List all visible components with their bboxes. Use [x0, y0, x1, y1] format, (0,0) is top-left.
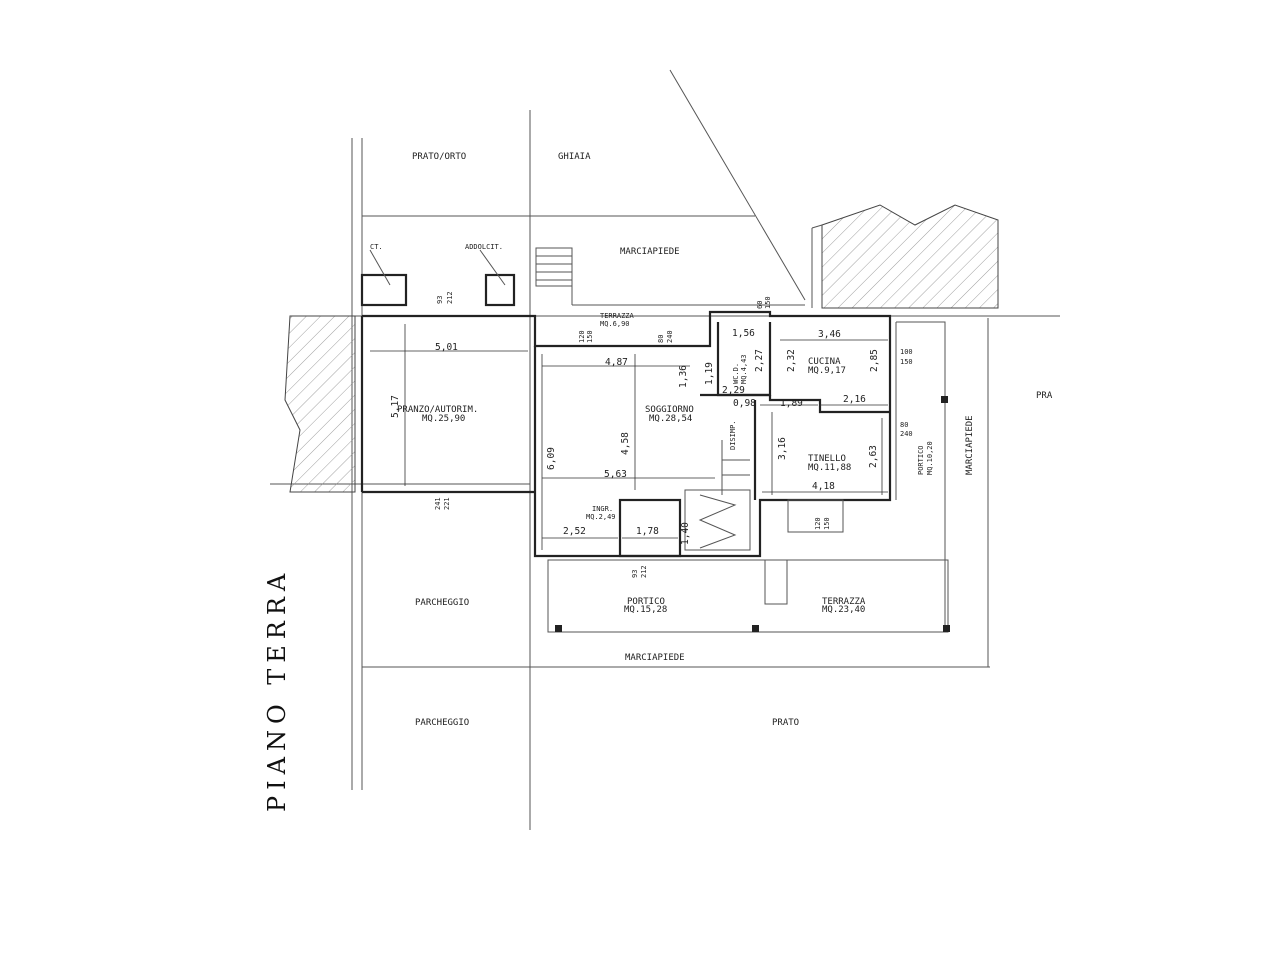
label-pra: PRA	[1036, 391, 1053, 401]
opening-text: 212	[446, 291, 454, 304]
dim-text: 1,89	[780, 398, 803, 409]
dim-text: 3,16	[777, 437, 788, 460]
dim-text: 4,58	[620, 432, 631, 455]
opening-text: 240	[666, 330, 674, 343]
dim-text: 2,16	[843, 394, 866, 405]
room-soggiorno-area: MQ.28,54	[649, 414, 692, 424]
opening-text: 150	[764, 296, 772, 309]
porticos	[547, 396, 950, 633]
label-marciapiede-right: MARCIAPIEDE	[965, 415, 975, 475]
room-terrazza-bottom-name: TERRAZZA	[822, 597, 866, 607]
dim-text: 0,98	[733, 398, 756, 409]
opening-text: 212	[640, 565, 648, 578]
dim-text: 1,36	[678, 365, 689, 388]
dim-text: 4,18	[812, 481, 835, 492]
utility-boxes	[360, 249, 516, 307]
room-wc-area: MQ.4,43	[740, 354, 748, 384]
room-cucina-area: MQ.9,17	[808, 366, 846, 376]
stairs-internal	[684, 440, 751, 551]
opening-text: 80	[657, 335, 665, 343]
building-walls	[360, 310, 946, 632]
dimension-lines	[370, 324, 888, 550]
opening-text: 100	[900, 348, 913, 356]
room-soggiorno-name: SOGGIORNO	[645, 405, 694, 415]
dim-text: 1,40	[680, 522, 691, 545]
opening-text: 150	[900, 358, 913, 366]
room-portico-bottom-name: PORTICO	[627, 597, 665, 607]
opening-text: 240	[900, 430, 913, 438]
neighbour-left	[284, 315, 356, 493]
label-prato-orto: PRATO/ORTO	[412, 152, 466, 162]
label-marciapiede-top: MARCIAPIEDE	[620, 247, 680, 257]
dim-text: 5,01	[435, 342, 458, 353]
room-terrazza-top-area: MQ.6,90	[600, 320, 630, 328]
label-parcheggio-1: PARCHEGGIO	[415, 598, 469, 608]
room-portico-right-name: PORTICO	[917, 445, 925, 475]
dim-text: 1,56	[732, 328, 755, 339]
opening-text: 120	[578, 330, 586, 343]
plan-title: PIANO TERRA	[263, 568, 291, 812]
opening-text: 221	[443, 497, 451, 510]
dim-text: 5,63	[604, 469, 627, 480]
opening-text: 93	[436, 296, 444, 304]
room-ct: CT.	[370, 243, 383, 251]
room-portico-right-area: MQ.10,20	[926, 441, 934, 475]
dim-text: 3,46	[818, 329, 841, 340]
label-ghiaia: GHIAIA	[558, 152, 591, 162]
opening-text: 150	[586, 330, 594, 343]
room-terrazza-bottom-area: MQ.23,40	[822, 605, 865, 615]
opening-text: 120	[814, 517, 822, 530]
dim-text: 2,27	[754, 349, 765, 372]
label-marciapiede-bottom: MARCIAPIEDE	[625, 653, 685, 663]
dim-text: 2,52	[563, 526, 586, 537]
room-wc-name: WC.D.	[732, 363, 740, 384]
dim-text: 2,63	[868, 445, 879, 468]
opening-text: 241	[434, 497, 442, 510]
label-parcheggio-2: PARCHEGGIO	[415, 718, 469, 728]
room-ingr-area: MQ.2,49	[586, 513, 616, 521]
room-cucina-name: CUCINA	[808, 357, 841, 367]
opening-text: 150	[823, 517, 831, 530]
dim-text: 2,29	[722, 385, 745, 396]
room-terrazza-top-name: TERRAZZA	[600, 312, 635, 320]
opening-text: 93	[631, 570, 639, 578]
opening-text: 60	[756, 301, 764, 309]
label-prato: PRATO	[772, 718, 799, 728]
dim-text: 6,09	[546, 447, 557, 470]
stairs-top	[535, 247, 573, 287]
room-ingr-name: INGR.	[592, 505, 613, 513]
dim-text: 4,87	[605, 357, 628, 368]
room-tinello-name: TINELLO	[808, 454, 846, 464]
neighbour-right	[821, 204, 999, 309]
room-addolcit: ADDOLCIT.	[465, 243, 503, 251]
dim-text: 5,17	[390, 395, 401, 418]
dim-text: 2,85	[869, 349, 880, 372]
dim-text: 1,78	[636, 526, 659, 537]
room-pranzo-area: MQ.25,90	[422, 414, 465, 424]
dim-text: 2,32	[786, 349, 797, 372]
site-lines	[270, 69, 1060, 830]
room-disimp: DISIMP.	[729, 420, 737, 450]
neighbour-buildings	[284, 204, 999, 493]
room-portico-bottom-area: MQ.15,28	[624, 605, 667, 615]
room-pranzo-name: PRANZO/AUTORIM.	[397, 405, 478, 415]
room-tinello-area: MQ.11,88	[808, 463, 851, 473]
dim-text: 1,19	[704, 362, 715, 385]
opening-text: 80	[900, 421, 908, 429]
